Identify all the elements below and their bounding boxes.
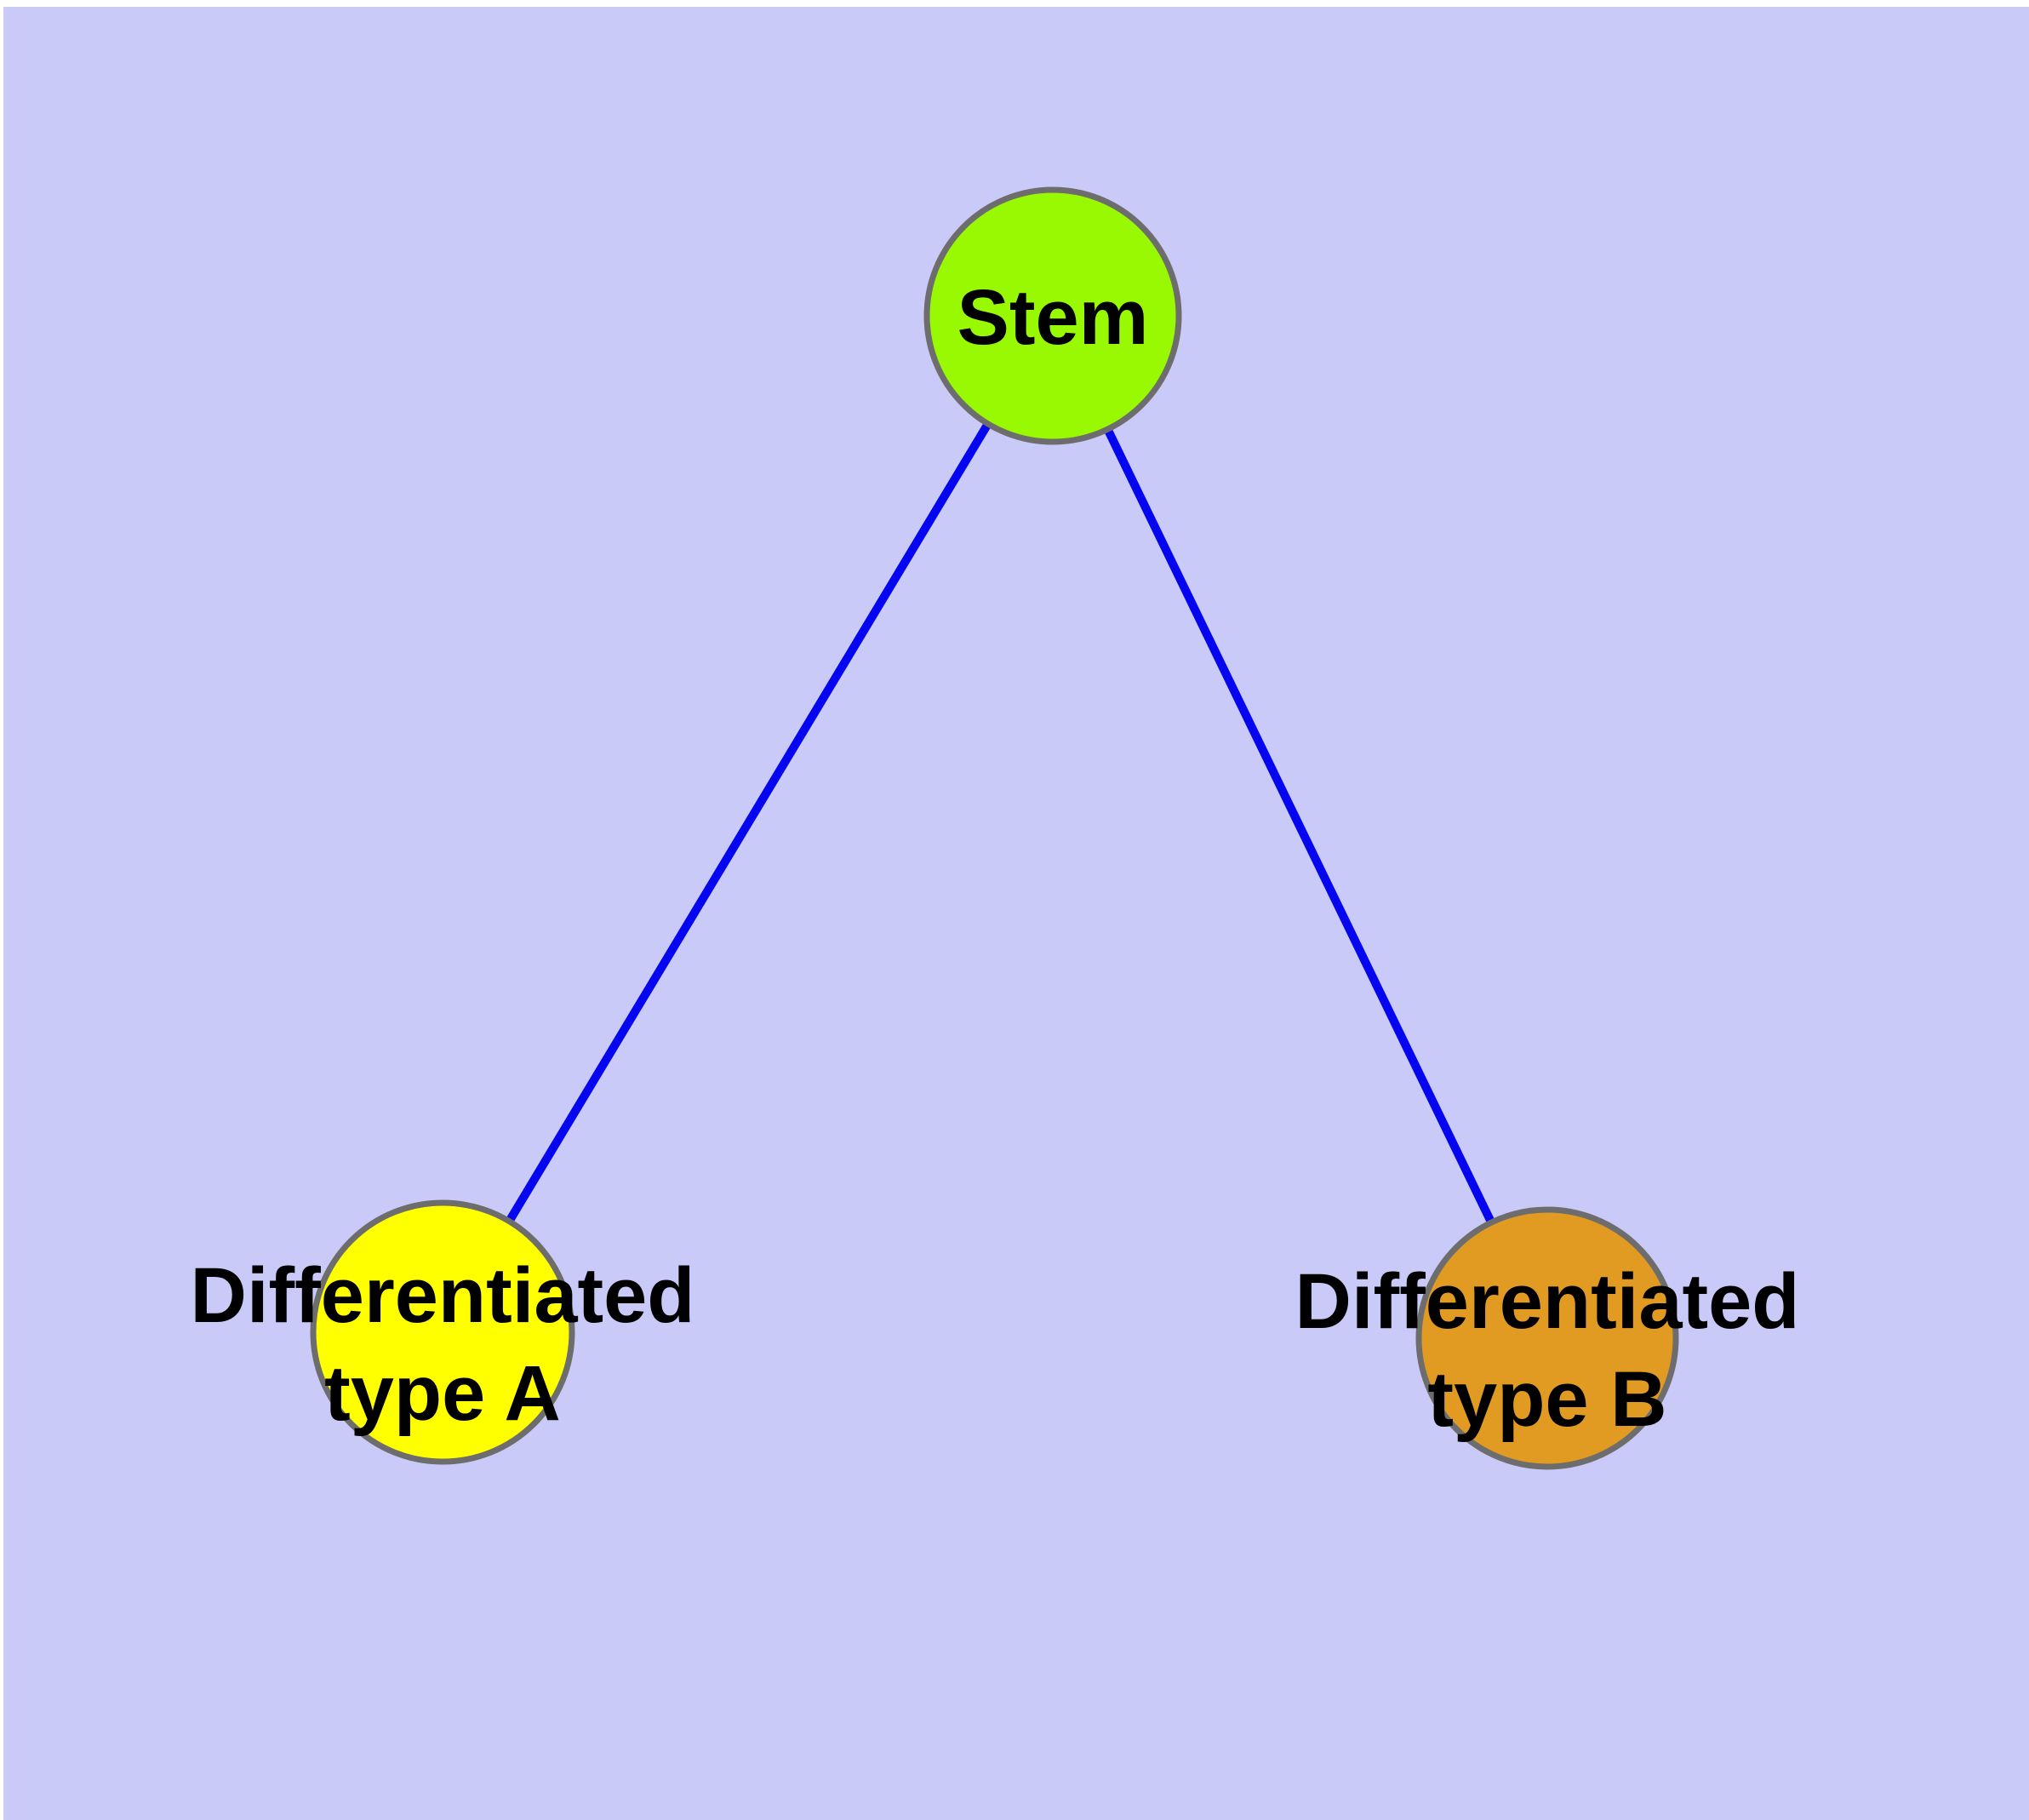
node-type-b-label-line2: type B <box>1427 1356 1666 1443</box>
node-stem <box>923 186 1182 445</box>
node-type-a-label-line1: Differentiated <box>191 1252 695 1339</box>
edge-stem-to-type-b <box>1049 313 1552 1341</box>
node-type-b-label-line1: Differentiated <box>1295 1258 1800 1345</box>
edge-stem-to-type-a <box>438 313 1057 1335</box>
node-type-a-label-line2: type A <box>324 1350 561 1437</box>
node-stem-label: Stem <box>957 274 1149 361</box>
node-differentiated-type-b <box>1415 1206 1679 1470</box>
node-differentiated-type-a <box>310 1199 575 1465</box>
